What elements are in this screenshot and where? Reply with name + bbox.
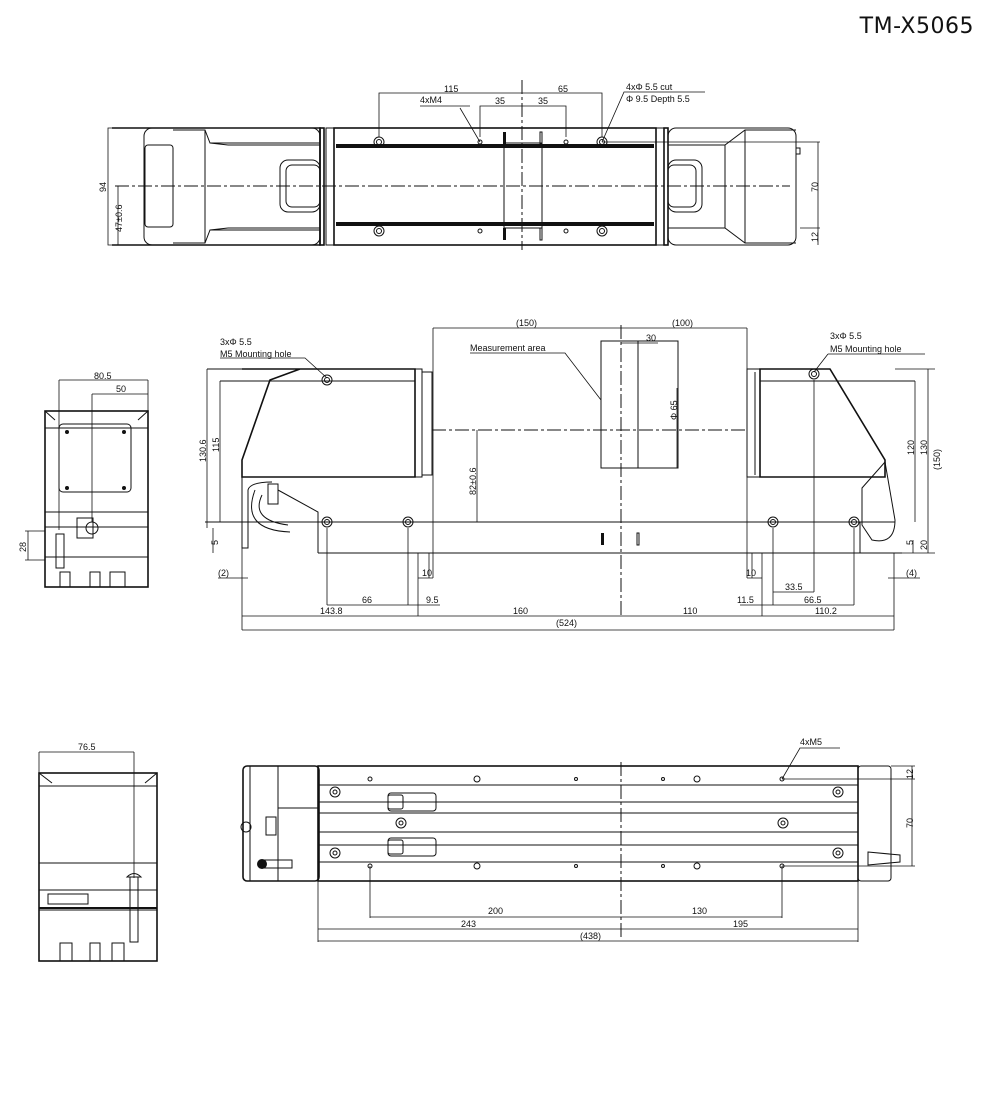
callout: M5 Mounting hole — [830, 344, 902, 354]
callout: 3xΦ 5.5 — [220, 337, 252, 347]
dim-label: 11.5 — [737, 595, 754, 605]
bottom-view: 4xM5 12 70 200 130 243 195 (438) — [240, 737, 915, 942]
mounting-hole — [767, 516, 779, 528]
dim-label: (2) — [218, 568, 229, 578]
dim-label: 5 — [210, 540, 220, 545]
callout-measurement-area: Measurement area — [470, 343, 546, 353]
dim-label: 28 — [18, 542, 28, 552]
dim-label: 120 — [906, 440, 916, 455]
dim-label: 130 — [919, 440, 929, 455]
dim-label: 9.5 — [426, 595, 439, 605]
mounting-hole — [808, 368, 820, 380]
dim-label: 5 — [905, 540, 915, 545]
side-view-lower: 76.5 — [38, 742, 158, 962]
dim-label: 110 — [683, 606, 697, 616]
dim-label: 66.5 — [804, 595, 822, 605]
dim-label: 243 — [461, 919, 476, 929]
dim-label: 143.8 — [320, 606, 343, 616]
dim-label: 130.6 — [198, 439, 208, 462]
callout: 3xΦ 5.5 — [830, 331, 862, 341]
dim-label: 50 — [116, 384, 126, 394]
mounting-hole — [321, 374, 333, 386]
dim-label: 80.5 — [94, 371, 112, 381]
dim-label: 130 — [692, 906, 707, 916]
dim-label: 110.2 — [815, 606, 837, 616]
mount-hole — [395, 817, 407, 829]
top-view: 115 65 35 35 4xM4 4xΦ 5.5 cut Φ 9.5 Dept… — [98, 80, 820, 250]
callout-depth: Φ 9.5 Depth 5.5 — [626, 94, 690, 104]
dim-label: 76.5 — [78, 742, 96, 752]
side-view-upper: 80.5 50 28 — [18, 371, 149, 588]
dim-label: 35 — [495, 96, 505, 106]
dim-label: 33.5 — [785, 582, 803, 592]
counterbore-hole — [596, 225, 608, 237]
dim-label: 115 — [211, 438, 221, 452]
mount-hole — [832, 847, 844, 859]
dim-label: 47±0.6 — [114, 205, 124, 232]
dim-label: 10 — [422, 568, 432, 578]
dim-label: 35 — [538, 96, 548, 106]
dim-label: 115 — [444, 84, 458, 94]
dim-label: 160 — [513, 606, 528, 616]
callout: M5 Mounting hole — [220, 349, 292, 359]
dim-label: 70 — [905, 818, 915, 828]
dim-label: 30 — [646, 333, 656, 343]
dim-label: 10 — [746, 568, 756, 578]
mount-hole — [329, 847, 341, 859]
dim-label: 12 — [810, 232, 820, 242]
mount-hole — [329, 786, 341, 798]
mounting-hole — [848, 516, 860, 528]
front-view: 3xΦ 5.5 M5 Mounting hole 3xΦ 5.5 M5 Moun… — [198, 318, 942, 631]
dim-label: 66 — [362, 595, 372, 605]
dim-label: 195 — [733, 919, 748, 929]
dim-label: 65 — [558, 84, 568, 94]
dim-label: 200 — [488, 906, 503, 916]
dim-label: 82±0.6 — [468, 468, 478, 495]
dim-label: (438) — [580, 931, 601, 941]
mount-hole — [777, 817, 789, 829]
model-title: TM-X5065 — [859, 14, 974, 39]
dim-label: Φ 65 — [669, 400, 679, 420]
dim-label: 70 — [810, 182, 820, 192]
dim-label: (524) — [556, 618, 577, 628]
dim-label: 20 — [919, 540, 929, 550]
counterbore-hole — [373, 225, 385, 237]
dim-label: 94 — [98, 182, 108, 192]
dim-label: (100) — [672, 318, 693, 328]
callout-m5: 4xM5 — [800, 737, 822, 747]
dim-label: (4) — [906, 568, 917, 578]
mounting-hole — [321, 516, 333, 528]
callout-cut: 4xΦ 5.5 cut — [626, 82, 673, 92]
dim-label: (150) — [932, 449, 942, 470]
mounting-hole — [402, 516, 414, 528]
callout-m4: 4xM4 — [420, 95, 442, 105]
dim-label: 12 — [905, 769, 915, 779]
dim-label: (150) — [516, 318, 537, 328]
mount-hole — [832, 786, 844, 798]
